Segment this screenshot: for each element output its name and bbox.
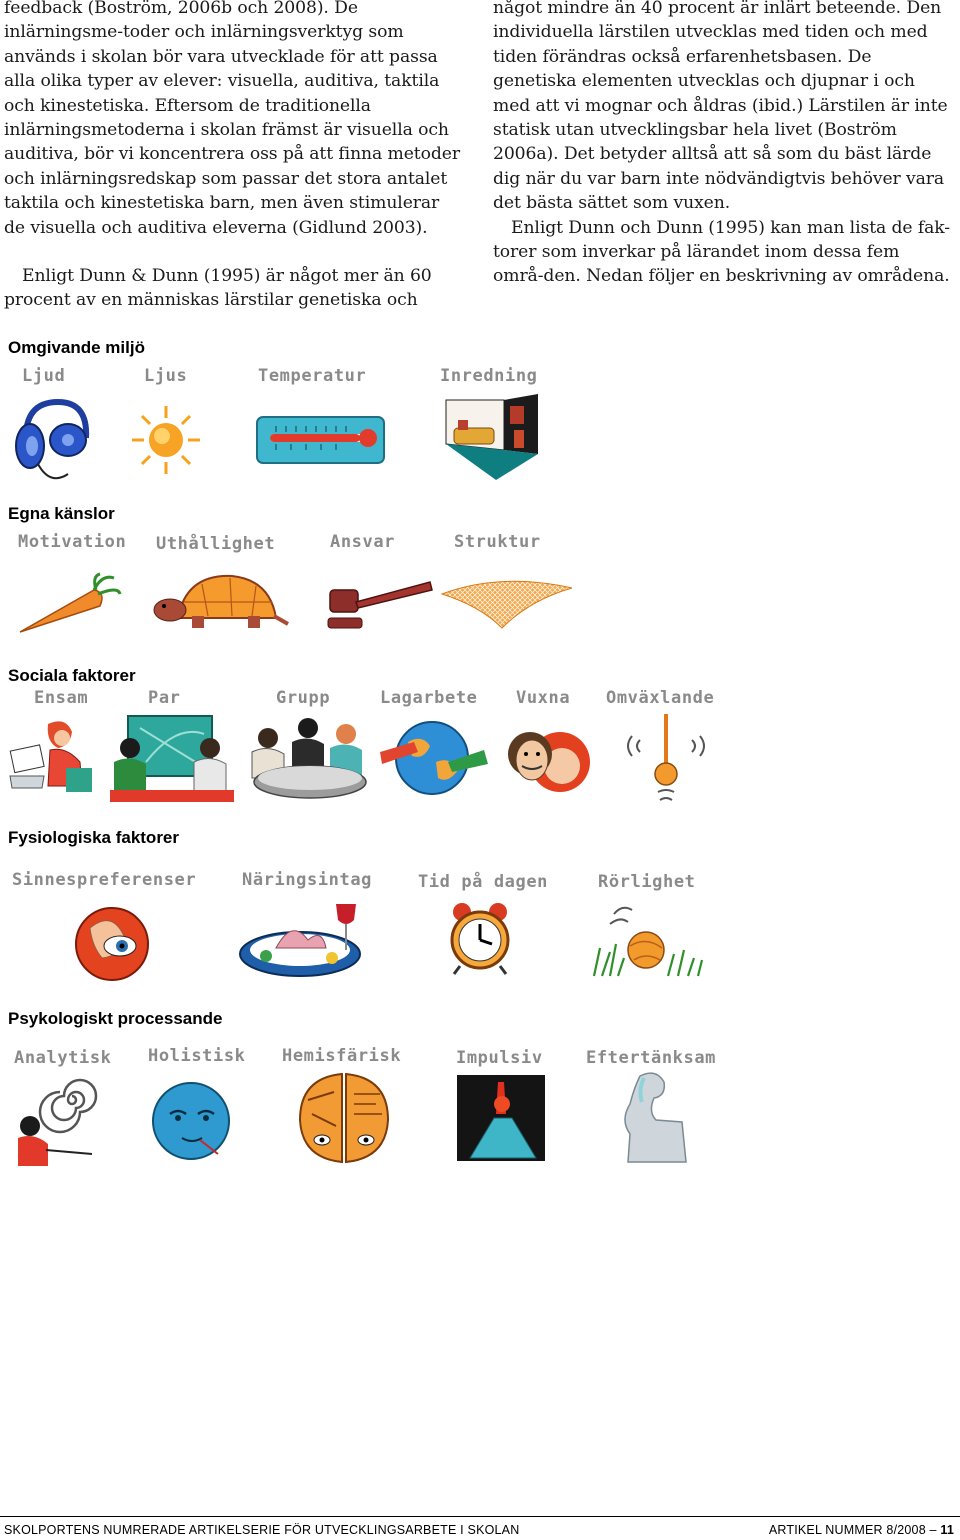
furniture-room-icon <box>445 394 538 480</box>
factor-label: Holistisk <box>148 1046 246 1066</box>
spiral-thinker-icon <box>18 1078 98 1166</box>
text-column-right: något mindre än 40 procent är inlärt bet… <box>493 0 955 289</box>
factor-tid-pa-dagen: Tid på dagen <box>412 870 572 990</box>
factor-inredning: Inredning <box>440 366 560 496</box>
factor-label: Temperatur <box>258 366 367 386</box>
pair-icon <box>110 715 234 802</box>
factor-label: Sinnespreferenser <box>12 870 197 890</box>
section-title-fysiologiska-faktorer: Fysiologiska faktorer <box>8 828 180 847</box>
factor-label: Hemisfärisk <box>282 1046 402 1066</box>
factor-label: Analytisk <box>14 1048 112 1068</box>
factor-grupp: Grupp <box>246 688 376 808</box>
factor-label: Eftertänksam <box>586 1048 717 1068</box>
footer-article-label: ARTIKEL NUMMER 8/2008 – <box>768 1523 937 1537</box>
factor-omvaxlande: Omväxlande <box>600 688 750 808</box>
factor-motivation: Motivation <box>0 532 140 640</box>
food-plate-icon <box>239 904 361 977</box>
page-number: 11 <box>940 1523 954 1537</box>
factor-naringsintag: Näringsintag <box>236 870 396 990</box>
alarm-clock-icon <box>450 903 510 975</box>
sun-icon <box>132 406 200 474</box>
section-title-sociala-faktorer: Sociala faktorer <box>8 666 136 685</box>
turtle-icon <box>153 574 289 628</box>
factor-ansvar: Ansvar <box>320 532 440 640</box>
footer-rule <box>0 1516 960 1517</box>
factor-label: Par <box>148 688 181 708</box>
factor-ensam: Ensam <box>0 688 110 808</box>
factor-eftertanksam: Eftertänksam <box>582 1046 732 1176</box>
footer-article-number: ARTIKEL NUMMER 8/2008 – 11 <box>769 1523 954 1537</box>
brain-hemispheres-icon <box>298 1072 390 1164</box>
factor-analytisk: Analytisk <box>0 1046 130 1176</box>
paragraph: feedback (Boström, 2006b och 2008). De i… <box>4 0 460 238</box>
section-title-omgivande-miljo: Omgivande miljö <box>8 338 145 357</box>
gavel-icon <box>327 581 433 629</box>
factor-hemisfarisk: Hemisfärisk <box>276 1046 436 1176</box>
teamwork-globe-icon <box>380 721 488 795</box>
ear-eye-icon <box>75 907 149 981</box>
factor-uthallighet: Uthållighet <box>150 532 300 640</box>
factor-label: Ensam <box>34 688 89 708</box>
factor-temperatur: Temperatur <box>252 366 392 496</box>
factor-holistisk: Holistisk <box>140 1046 260 1176</box>
pendulum-icon <box>627 714 705 801</box>
factor-ljud: Ljud <box>0 366 120 496</box>
factor-label: Impulsiv <box>456 1048 543 1068</box>
person-reading-icon <box>9 721 92 792</box>
factor-label: Grupp <box>276 688 331 708</box>
factor-label: Omväxlande <box>606 688 715 708</box>
group-meeting-icon <box>251 718 367 799</box>
factor-vuxna: Vuxna <box>500 688 610 808</box>
factor-label: Inredning <box>440 366 538 386</box>
factor-label: Lagarbete <box>380 688 478 708</box>
factor-par: Par <box>106 688 246 808</box>
factor-label: Struktur <box>454 532 541 552</box>
text-column-left: feedback (Boström, 2006b och 2008). De i… <box>4 0 464 313</box>
ball-grass-icon <box>592 906 704 977</box>
section-title-psykologiskt-processande: Psykologiskt processande <box>8 1009 223 1028</box>
factor-sinnespreferenser: Sinnespreferenser <box>0 870 220 990</box>
factor-label: Vuxna <box>516 688 571 708</box>
section-title-egna-kanslor: Egna känslor <box>8 504 115 523</box>
factor-label: Ljud <box>22 366 66 386</box>
factor-label: Ansvar <box>330 532 396 552</box>
thermometer-icon <box>256 416 385 464</box>
factor-label: Näringsintag <box>242 870 373 890</box>
factor-lagarbete: Lagarbete <box>376 688 496 808</box>
factor-label: Tid på dagen <box>418 872 549 892</box>
factor-impulsiv: Impulsiv <box>452 1046 572 1176</box>
headphones-icon <box>15 398 90 480</box>
net-icon <box>440 580 573 629</box>
thinker-statue-icon <box>624 1072 687 1163</box>
factor-struktur: Struktur <box>440 532 580 640</box>
factor-label: Uthållighet <box>156 534 276 554</box>
factor-label: Motivation <box>18 532 127 552</box>
volcano-icon <box>457 1075 545 1161</box>
factor-ljus: Ljus <box>130 366 240 496</box>
factor-label: Rörlighet <box>598 872 696 892</box>
paragraph: Enligt Dunn & Dunn (1995) är något mer ä… <box>4 266 432 311</box>
factor-label: Ljus <box>144 366 188 386</box>
footer-series-title: SKOLPORTENS NUMRERADE ARTIKELSERIE FÖR U… <box>4 1523 520 1537</box>
paragraph: något mindre än 40 procent är inlärt bet… <box>493 0 948 214</box>
paragraph: Enligt Dunn och Dunn (1995) kan man list… <box>493 217 950 287</box>
face-globe-icon <box>152 1082 230 1160</box>
factor-rorlighet: Rörlighet <box>590 870 730 990</box>
adults-icon <box>508 732 590 792</box>
carrot-icon <box>19 572 122 633</box>
